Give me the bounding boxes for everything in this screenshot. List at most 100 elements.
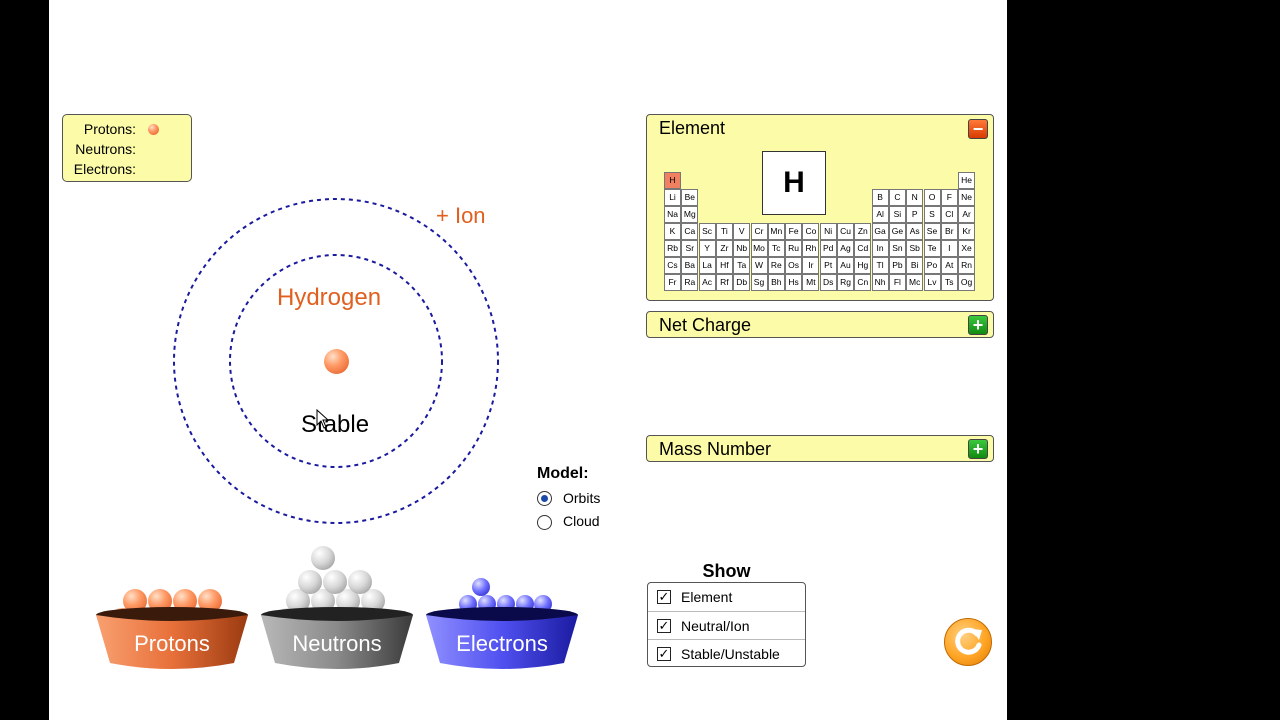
- element-cell-pb[interactable]: Pb: [888, 257, 906, 274]
- element-cell-nh[interactable]: Nh: [871, 274, 889, 291]
- element-cell-co[interactable]: Co: [802, 223, 820, 240]
- element-cell-ca[interactable]: Ca: [681, 223, 699, 240]
- bucket-electron[interactable]: [472, 578, 490, 596]
- element-cell-sc[interactable]: Sc: [698, 223, 716, 240]
- element-cell-fr[interactable]: Fr: [664, 274, 681, 291]
- protons-bucket[interactable]: [94, 605, 254, 673]
- element-cell-os[interactable]: Os: [785, 257, 803, 274]
- show-element-checkbox[interactable]: ✓: [657, 589, 671, 604]
- element-cell-h[interactable]: H: [664, 172, 681, 189]
- element-cell-mn[interactable]: Mn: [767, 223, 785, 240]
- element-cell-fl[interactable]: Fl: [888, 274, 906, 291]
- element-cell-f[interactable]: F: [940, 189, 958, 206]
- mass-number-expand-button[interactable]: +: [968, 439, 988, 459]
- element-cell-si[interactable]: Si: [888, 206, 906, 223]
- element-cell-at[interactable]: At: [940, 257, 958, 274]
- element-cell-in[interactable]: In: [871, 240, 889, 257]
- element-cell-ds[interactable]: Ds: [819, 274, 837, 291]
- element-cell-s[interactable]: S: [923, 206, 941, 223]
- reset-button[interactable]: [944, 618, 992, 666]
- element-cell-zr[interactable]: Zr: [715, 240, 733, 257]
- element-cell-c[interactable]: C: [888, 189, 906, 206]
- show-element-label[interactable]: Element: [681, 589, 733, 605]
- element-cell-pt[interactable]: Pt: [819, 257, 837, 274]
- show-neutral-ion-option[interactable]: ✓ Neutral/Ion: [648, 611, 805, 640]
- element-cell-rh[interactable]: Rh: [802, 240, 820, 257]
- element-cell-al[interactable]: Al: [871, 206, 889, 223]
- element-cell-i[interactable]: I: [940, 240, 958, 257]
- element-cell-zn[interactable]: Zn: [854, 223, 872, 240]
- element-cell-au[interactable]: Au: [837, 257, 854, 274]
- show-stable-unstable-checkbox[interactable]: ✓: [657, 646, 671, 661]
- element-cell-y[interactable]: Y: [698, 240, 716, 257]
- model-cloud-radio[interactable]: [537, 515, 552, 530]
- element-cell-mc[interactable]: Mc: [906, 274, 924, 291]
- element-cell-ir[interactable]: Ir: [802, 257, 820, 274]
- element-cell-rb[interactable]: Rb: [664, 240, 681, 257]
- element-cell-na[interactable]: Na: [664, 206, 681, 223]
- element-cell-cr[interactable]: Cr: [750, 223, 768, 240]
- element-cell-li[interactable]: Li: [664, 189, 681, 206]
- element-cell-sb[interactable]: Sb: [906, 240, 924, 257]
- element-cell-lv[interactable]: Lv: [923, 274, 941, 291]
- element-cell-n[interactable]: N: [906, 189, 924, 206]
- mass-number-panel[interactable]: Mass Number +: [646, 435, 994, 462]
- element-collapse-button[interactable]: −: [968, 119, 988, 139]
- element-cell-ta[interactable]: Ta: [733, 257, 751, 274]
- net-charge-panel[interactable]: Net Charge +: [646, 311, 994, 338]
- bucket-neutron[interactable]: [323, 570, 347, 594]
- element-cell-og[interactable]: Og: [958, 274, 976, 291]
- element-cell-br[interactable]: Br: [940, 223, 958, 240]
- show-stable-unstable-label[interactable]: Stable/Unstable: [681, 646, 780, 662]
- element-cell-ar[interactable]: Ar: [958, 206, 976, 223]
- element-cell-mo[interactable]: Mo: [750, 240, 768, 257]
- element-cell-ac[interactable]: Ac: [698, 274, 716, 291]
- element-cell-mt[interactable]: Mt: [802, 274, 820, 291]
- nucleus-proton[interactable]: [324, 349, 349, 374]
- element-cell-rg[interactable]: Rg: [837, 274, 854, 291]
- model-cloud-label[interactable]: Cloud: [563, 513, 600, 529]
- element-cell-sn[interactable]: Sn: [888, 240, 906, 257]
- element-cell-ba[interactable]: Ba: [681, 257, 699, 274]
- bucket-neutron[interactable]: [348, 570, 372, 594]
- element-cell-tl[interactable]: Tl: [871, 257, 889, 274]
- net-charge-expand-button[interactable]: +: [968, 315, 988, 335]
- element-cell-rn[interactable]: Rn: [958, 257, 976, 274]
- element-cell-ru[interactable]: Ru: [785, 240, 803, 257]
- element-cell-kr[interactable]: Kr: [958, 223, 976, 240]
- element-cell-po[interactable]: Po: [923, 257, 941, 274]
- element-cell-fe[interactable]: Fe: [785, 223, 803, 240]
- element-cell-db[interactable]: Db: [733, 274, 751, 291]
- element-cell-ti[interactable]: Ti: [715, 223, 733, 240]
- element-cell-la[interactable]: La: [698, 257, 716, 274]
- element-cell-k[interactable]: K: [664, 223, 681, 240]
- model-orbits-label[interactable]: Orbits: [563, 490, 601, 506]
- element-cell-as[interactable]: As: [906, 223, 924, 240]
- element-cell-rf[interactable]: Rf: [715, 274, 733, 291]
- element-cell-ge[interactable]: Ge: [888, 223, 906, 240]
- element-cell-mg[interactable]: Mg: [681, 206, 699, 223]
- bucket-neutron[interactable]: [311, 546, 335, 570]
- element-cell-sg[interactable]: Sg: [750, 274, 768, 291]
- element-cell-ra[interactable]: Ra: [681, 274, 699, 291]
- element-cell-ne[interactable]: Ne: [958, 189, 976, 206]
- element-cell-hs[interactable]: Hs: [785, 274, 803, 291]
- element-cell-se[interactable]: Se: [923, 223, 941, 240]
- element-cell-sr[interactable]: Sr: [681, 240, 699, 257]
- element-cell-he[interactable]: He: [958, 172, 976, 189]
- element-cell-ag[interactable]: Ag: [837, 240, 854, 257]
- element-cell-cl[interactable]: Cl: [940, 206, 958, 223]
- element-cell-v[interactable]: V: [733, 223, 751, 240]
- show-stable-unstable-option[interactable]: ✓ Stable/Unstable: [648, 639, 805, 668]
- show-neutral-ion-label[interactable]: Neutral/Ion: [681, 618, 750, 634]
- model-orbits-radio[interactable]: [537, 491, 552, 506]
- element-cell-nb[interactable]: Nb: [733, 240, 751, 257]
- electrons-bucket[interactable]: [424, 605, 584, 673]
- element-cell-re[interactable]: Re: [767, 257, 785, 274]
- element-cell-ga[interactable]: Ga: [871, 223, 889, 240]
- show-neutral-ion-checkbox[interactable]: ✓: [657, 618, 671, 633]
- element-cell-xe[interactable]: Xe: [958, 240, 976, 257]
- element-cell-be[interactable]: Be: [681, 189, 699, 206]
- element-cell-p[interactable]: P: [906, 206, 924, 223]
- element-cell-hf[interactable]: Hf: [715, 257, 733, 274]
